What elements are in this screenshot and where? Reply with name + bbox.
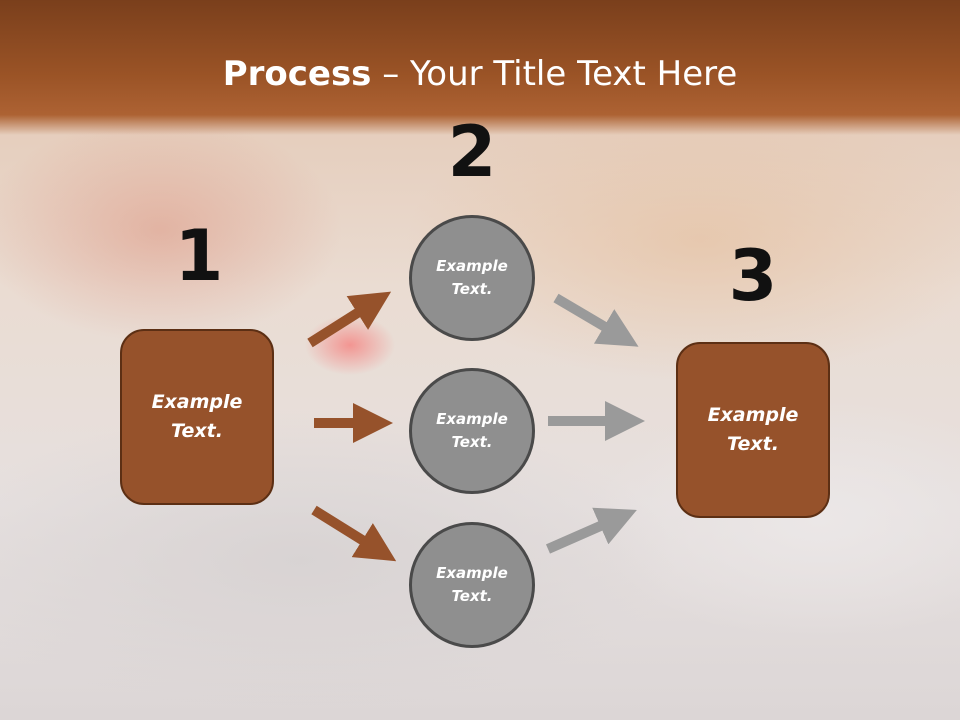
- step-number-1: 1: [174, 215, 224, 297]
- title-band: [0, 0, 960, 135]
- arrow-1-to-top: [307, 291, 392, 348]
- step-3-box[interactable]: Example Text.: [676, 342, 830, 518]
- step-1-label: Example Text.: [151, 391, 243, 442]
- arrow-top-to-3: [553, 293, 639, 347]
- step-number-3: 3: [728, 235, 778, 317]
- step-1-box[interactable]: Example Text.: [120, 329, 274, 505]
- circle-bottom-label: Example Text.: [436, 564, 508, 605]
- circle-top[interactable]: Example Text.: [409, 215, 535, 341]
- circle-bottom[interactable]: Example Text.: [409, 522, 535, 648]
- arrow-1-to-bottom: [311, 505, 397, 562]
- title-rest: – Your Title Text Here: [371, 54, 738, 94]
- circle-top-label: Example Text.: [436, 257, 508, 298]
- circle-middle-label: Example Text.: [436, 410, 508, 451]
- step-number-2: 2: [447, 111, 497, 193]
- title-bold: Process: [222, 54, 372, 94]
- circle-middle[interactable]: Example Text.: [409, 368, 535, 494]
- arrow-bottom-to-3: [545, 507, 637, 554]
- step-3-label: Example Text.: [707, 404, 799, 455]
- slide-title: Process – Your Title Text Here: [0, 52, 960, 96]
